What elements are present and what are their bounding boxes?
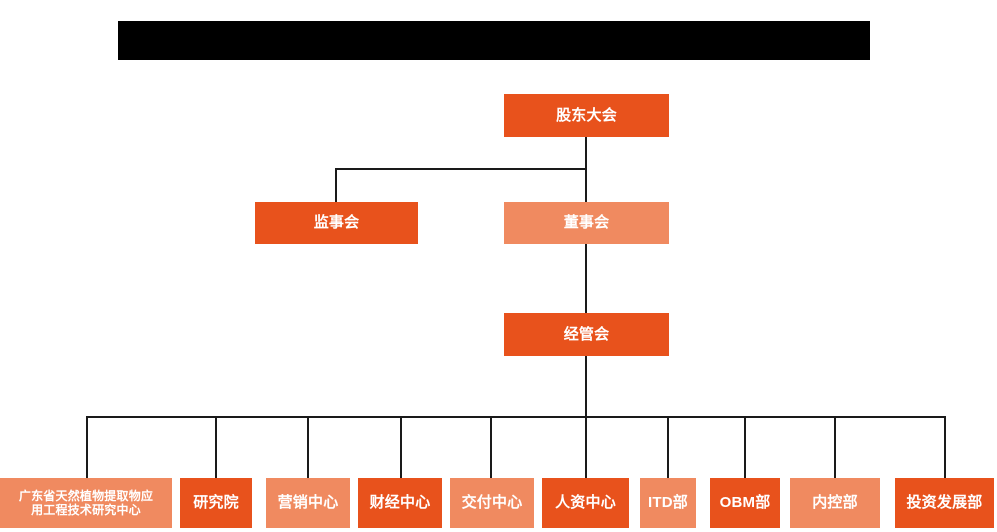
node-label: 营销中心 [277, 494, 339, 512]
connector-management-down [585, 356, 587, 418]
node-management-committee[interactable]: 经管会 [504, 313, 669, 356]
connector-drop-finance-center [400, 416, 402, 478]
connector-shareholders-down [585, 137, 587, 170]
connector-drop-internal-control [834, 416, 836, 478]
connector-level4-bus [86, 416, 946, 418]
node-obm-department[interactable]: OBM部 [710, 478, 780, 528]
node-research-center[interactable]: 广东省天然植物提取物应 用工程技术研究中心 [0, 478, 172, 528]
node-research-institute[interactable]: 研究院 [180, 478, 252, 528]
node-label: 投资发展部 [906, 494, 983, 512]
node-label: 监事会 [313, 214, 360, 232]
node-finance-center[interactable]: 财经中心 [358, 478, 442, 528]
connector-supervisory-drop [335, 168, 337, 203]
node-label: 内控部 [812, 494, 858, 512]
node-label: 董事会 [563, 214, 610, 232]
redacted-title-bar [118, 21, 870, 60]
node-shareholders-meeting[interactable]: 股东大会 [504, 94, 669, 137]
connector-drop-investment-dev [944, 416, 946, 478]
node-marketing-center[interactable]: 营销中心 [266, 478, 350, 528]
node-label: 人资中心 [555, 494, 616, 512]
connector-drop-obm [744, 416, 746, 478]
connector-board-drop [585, 168, 587, 203]
node-label: 广东省天然植物提取物应 用工程技术研究中心 [18, 488, 154, 517]
connector-drop-hr-center [585, 416, 587, 478]
node-supervisory-board[interactable]: 监事会 [255, 202, 418, 244]
node-hr-center[interactable]: 人资中心 [542, 478, 629, 528]
node-delivery-center[interactable]: 交付中心 [450, 478, 534, 528]
node-itd-department[interactable]: ITD部 [640, 478, 696, 528]
connector-board-to-management [585, 244, 587, 314]
node-label: 经管会 [563, 325, 610, 343]
connector-drop-delivery-center [490, 416, 492, 478]
node-label: 交付中心 [461, 494, 523, 512]
node-label: 股东大会 [556, 106, 617, 124]
connector-drop-marketing-center [307, 416, 309, 478]
connector-drop-research-institute [215, 416, 217, 478]
node-label: 研究院 [193, 494, 239, 512]
node-label: ITD部 [648, 494, 688, 512]
connector-level2-bus [335, 168, 587, 170]
node-investment-development[interactable]: 投资发展部 [895, 478, 994, 528]
node-label: OBM部 [719, 494, 771, 512]
node-internal-control[interactable]: 内控部 [790, 478, 880, 528]
connector-drop-research-center [86, 416, 88, 478]
node-board-of-directors[interactable]: 董事会 [504, 202, 669, 244]
node-label: 财经中心 [369, 494, 431, 512]
connector-drop-itd [667, 416, 669, 478]
